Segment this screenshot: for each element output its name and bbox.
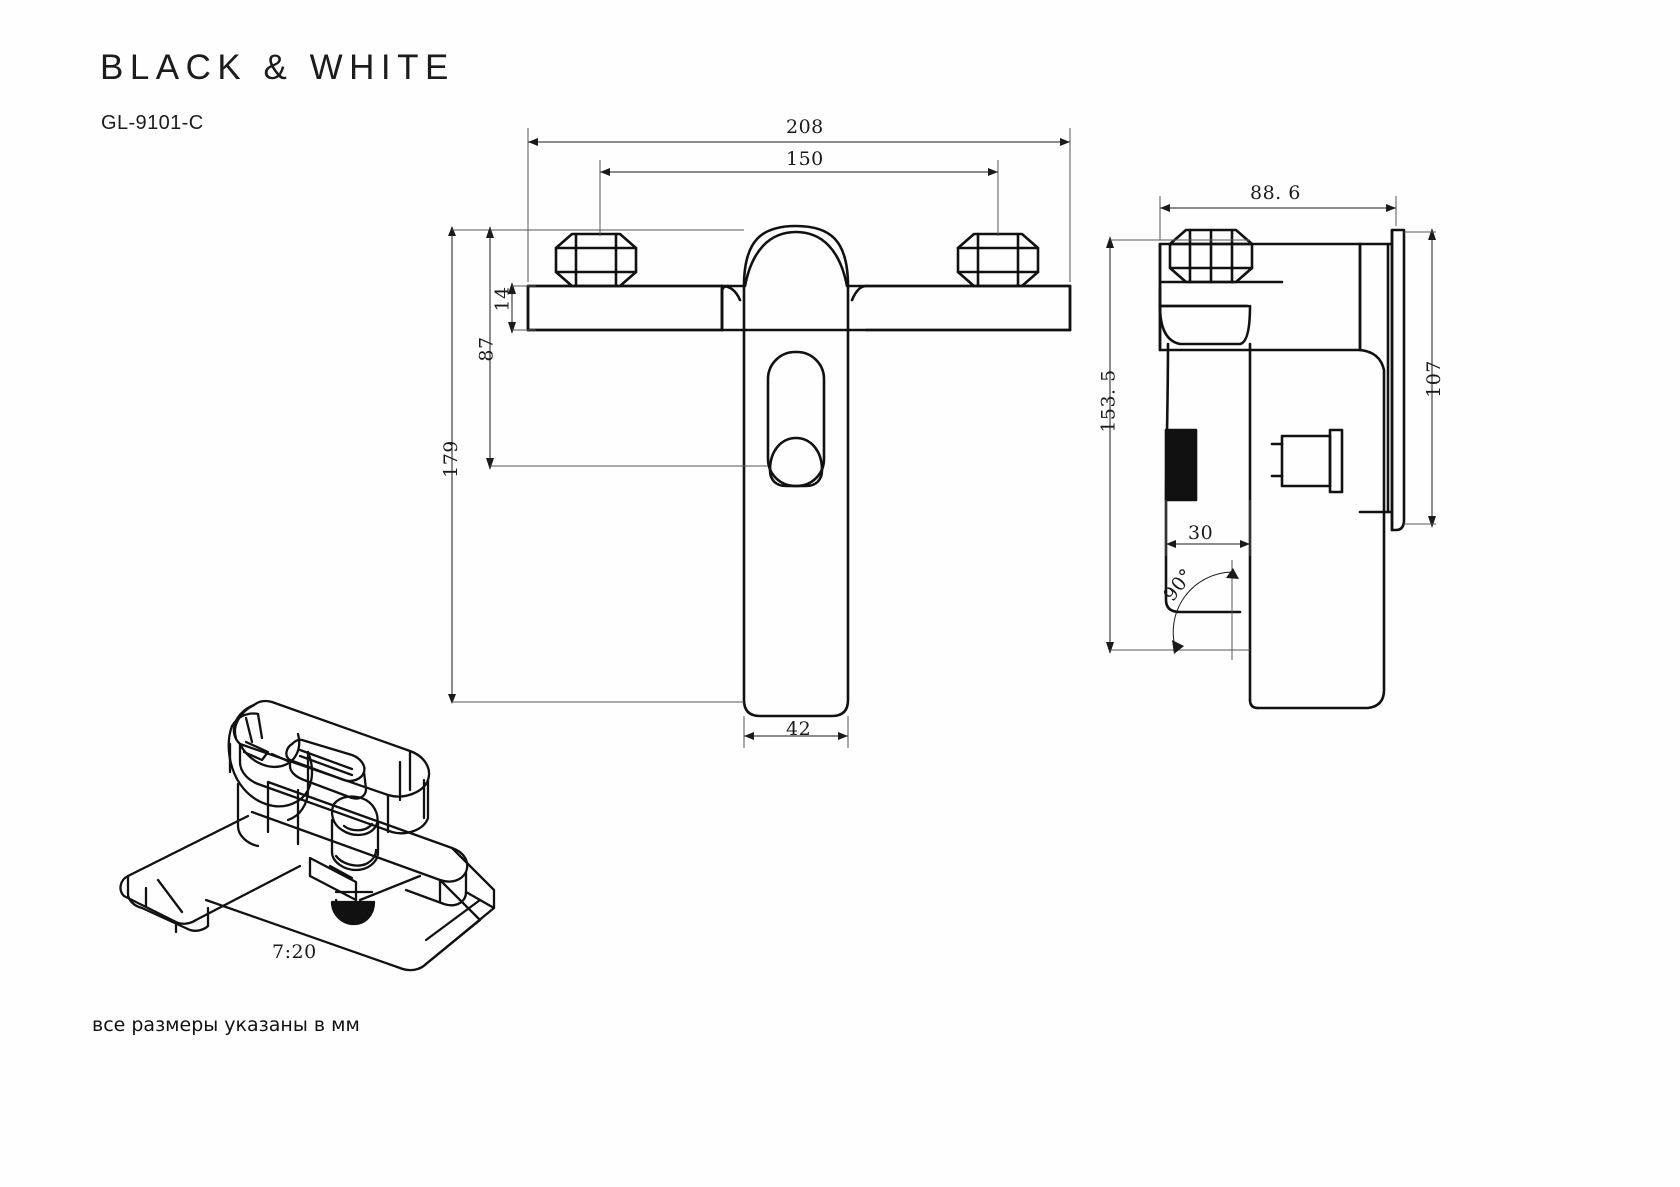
dim-side-overall-height: 153. 5 xyxy=(1097,369,1120,433)
scale-label: 7:20 xyxy=(272,941,317,963)
dim-angle-90: 90° xyxy=(1159,564,1199,606)
model-code-label: GL-9101-C xyxy=(101,112,204,134)
footer-note: все размеры указаны в мм xyxy=(92,1014,360,1036)
dim-overall-height: 179 xyxy=(439,440,462,478)
front-view-dimension-lines xyxy=(448,128,1071,748)
dim-plate-thickness: 14 xyxy=(491,286,514,312)
dim-handle-height: 107 xyxy=(1422,360,1445,398)
side-view-geometry xyxy=(1158,228,1406,710)
dim-spout-width: 42 xyxy=(786,718,812,740)
isometric-view-geometry xyxy=(119,699,496,972)
dim-overall-width: 208 xyxy=(786,116,824,138)
dim-outlet-offset: 30 xyxy=(1188,522,1214,544)
dim-overall-depth: 88. 6 xyxy=(1250,182,1301,204)
side-view-dimension-lines xyxy=(1106,196,1436,660)
brand-logo: BLACK & WHITE xyxy=(100,48,455,87)
dim-body-height: 87 xyxy=(475,336,498,362)
dim-center-distance: 150 xyxy=(786,148,824,170)
front-view-geometry xyxy=(526,224,1072,718)
